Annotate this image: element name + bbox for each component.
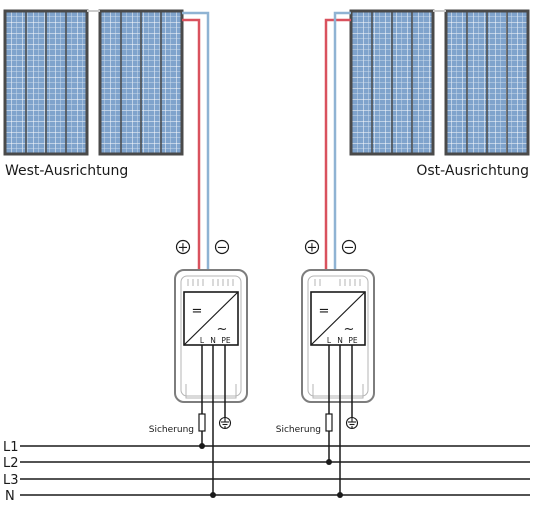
east-dc-wiring [324,11,351,292]
east-plus-symbol: + [307,241,318,256]
west-l1-junction [199,443,205,449]
east-inverter: = ~ L N PE [301,269,375,403]
east-solar-array [349,9,530,156]
east-n-junction [337,492,343,498]
three-phase-bus: L1 L2 L3 N [3,440,530,504]
bus-l3-label: L3 [3,473,19,488]
east-fuse [325,413,333,432]
east-panel-1 [349,9,435,156]
east-ac-symbol: ~ [344,322,355,337]
west-array-label: West-Ausrichtung [5,163,128,179]
east-array-label: Ost-Ausrichtung [416,163,529,179]
west-ac-symbol: ~ [217,322,228,337]
east-terminal-l: L [327,336,332,345]
west-ground-icon [218,416,232,430]
east-ac-connection: Sicherung [276,345,359,498]
west-terminal-pe: PE [221,336,231,345]
west-panel-2 [98,9,184,156]
west-ac-connection: Sicherung [149,345,232,498]
west-fuse-label: Sicherung [149,425,194,435]
west-minus-symbol: − [217,241,228,256]
west-terminal-n: N [210,336,216,345]
east-terminal-pe: PE [348,336,358,345]
west-positive-wire [182,18,201,292]
west-solar-array [3,9,184,156]
bus-l1-label: L1 [3,440,19,455]
west-dc-wiring [182,11,210,292]
east-negative-wire [333,11,351,292]
east-l2-junction [326,459,332,465]
west-plus-icon [175,239,191,255]
bus-n-label: N [5,489,15,504]
east-polarity: + − [304,239,357,256]
east-fuse-label: Sicherung [276,425,321,435]
west-plus-symbol: + [178,241,189,256]
east-minus-symbol: − [344,241,355,256]
east-minus-icon [341,239,357,255]
west-negative-wire [182,11,210,292]
east-plus-icon [304,239,320,255]
east-dc-symbol: = [319,304,330,319]
west-panel-1 [3,9,89,156]
east-terminal-n: N [337,336,343,345]
east-positive-wire [324,18,351,292]
west-dc-symbol: = [192,304,203,319]
west-fuse [198,413,206,432]
east-panel-2 [444,9,530,156]
west-terminal-l: L [200,336,205,345]
west-polarity: + − [175,239,230,256]
west-inverter: = ~ L N PE [174,269,248,403]
east-ground-icon [345,416,359,430]
west-minus-icon [214,239,230,255]
bus-l2-label: L2 [3,456,19,471]
west-n-junction [210,492,216,498]
